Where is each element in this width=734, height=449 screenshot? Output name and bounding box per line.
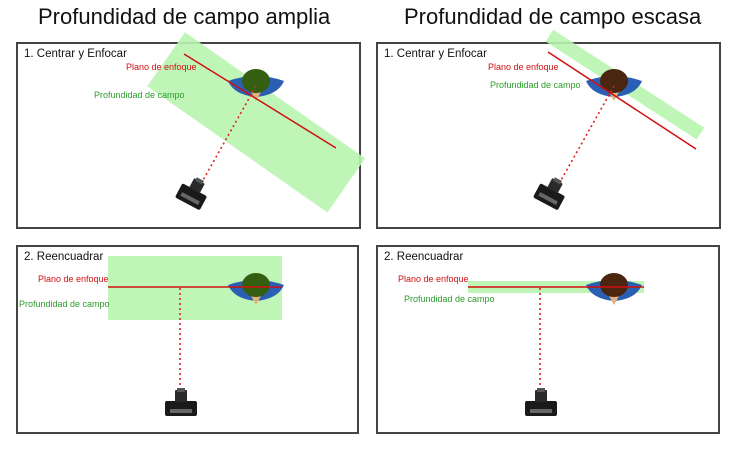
panel-label: 2. Reencuadrar — [24, 251, 103, 263]
camera-axis — [201, 85, 257, 183]
depth-of-field-label: Profundidad de campo — [490, 80, 581, 90]
camera-icon — [175, 177, 207, 210]
panel-wide-focus: 1. Centrar y Enfocar Plano de enfoque Pr… — [16, 32, 366, 229]
title-shallow-dof: Profundidad de campo escasa — [404, 4, 702, 29]
focus-plane-line — [183, 53, 337, 149]
depth-of-field-label: Profundidad de campo — [404, 294, 495, 304]
depth-of-field-band — [147, 32, 366, 213]
camera-icon — [533, 177, 565, 210]
focus-plane-label: Plano de enfoque — [398, 274, 469, 284]
camera-icon — [525, 388, 557, 416]
panel-shallow-recompose: 2. Reencuadrar Plano de enfoque Profundi… — [376, 245, 720, 434]
focus-plane-label: Plano de enfoque — [488, 62, 559, 72]
camera-icon — [165, 388, 197, 416]
depth-of-field-label: Profundidad de campo — [94, 90, 185, 100]
subject-figure — [228, 273, 284, 305]
panel-shallow-focus: 1. Centrar y Enfocar Plano de enfoque Pr… — [376, 29, 721, 229]
focus-plane-label: Plano de enfoque — [38, 274, 109, 284]
camera-axis — [559, 85, 615, 183]
panel-label: 2. Reencuadrar — [384, 251, 463, 263]
focus-plane-line — [547, 51, 697, 150]
panel-label: 1. Centrar y Enfocar — [384, 48, 487, 60]
depth-of-field-label: Profundidad de campo — [19, 299, 110, 309]
title-wide-dof: Profundidad de campo amplia — [38, 4, 331, 29]
panel-label: 1. Centrar y Enfocar — [24, 48, 127, 60]
panel-wide-recompose: 2. Reencuadrar Plano de enfoque Profundi… — [16, 245, 359, 434]
focus-plane-label: Plano de enfoque — [126, 62, 197, 72]
subject-figure — [586, 273, 642, 305]
